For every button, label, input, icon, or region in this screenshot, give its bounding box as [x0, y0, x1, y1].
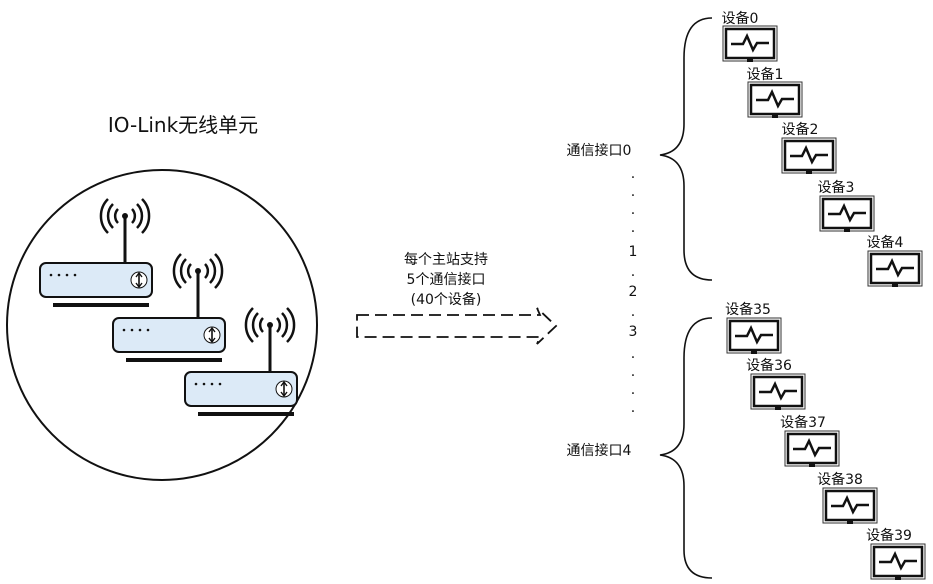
device-label: 设备35	[725, 301, 771, 318]
device-label: 设备37	[780, 414, 826, 431]
unit-title: IO-Link无线单元	[108, 113, 258, 137]
svg-text:.: .	[631, 364, 635, 380]
device-label: 设备36	[746, 357, 792, 374]
device-label: 设备3	[818, 179, 855, 196]
port-number-1: 1	[629, 244, 638, 260]
device-monitor-icon	[780, 136, 838, 176]
device-label: 设备4	[867, 234, 904, 251]
device-monitor-icon	[746, 80, 804, 120]
device-label: 设备1	[747, 66, 784, 83]
port-label-bottom: 通信接口4	[567, 442, 632, 459]
arrow-text-line-1: 每个主站支持	[404, 252, 488, 268]
port-label-top: 通信接口0	[567, 142, 632, 159]
device-monitor-icon	[821, 486, 879, 526]
device-monitor-icon	[721, 24, 779, 64]
svg-text:.: .	[631, 202, 635, 218]
brace-top	[659, 17, 713, 281]
svg-text:.: .	[631, 304, 635, 320]
svg-text:.: .	[631, 264, 635, 280]
svg-text:.: .	[631, 220, 635, 236]
port-number-3: 3	[629, 324, 638, 340]
svg-text:.: .	[631, 400, 635, 416]
device-monitor-icon	[783, 429, 841, 469]
svg-text:.: .	[631, 382, 635, 398]
device-monitor-icon	[749, 372, 807, 412]
device-label: 设备39	[866, 527, 912, 544]
svg-text:.: .	[631, 166, 635, 182]
device-monitor-icon	[725, 316, 783, 356]
arrow-text-line-2: 5个通信接口	[407, 271, 486, 288]
device-label: 设备38	[817, 471, 863, 488]
dashed-arrow-icon	[356, 307, 558, 345]
device-label: 设备0	[722, 10, 759, 27]
svg-text:.: .	[631, 184, 635, 200]
brace-bottom	[659, 317, 713, 579]
port-number-2: 2	[629, 284, 638, 300]
arrow-text-line-3: (40个设备)	[411, 291, 482, 308]
device-label: 设备2	[782, 121, 819, 138]
svg-text:.: .	[631, 346, 635, 362]
device-monitor-icon	[866, 249, 924, 289]
device-monitor-icon	[818, 194, 876, 234]
device-monitor-icon	[869, 542, 927, 582]
